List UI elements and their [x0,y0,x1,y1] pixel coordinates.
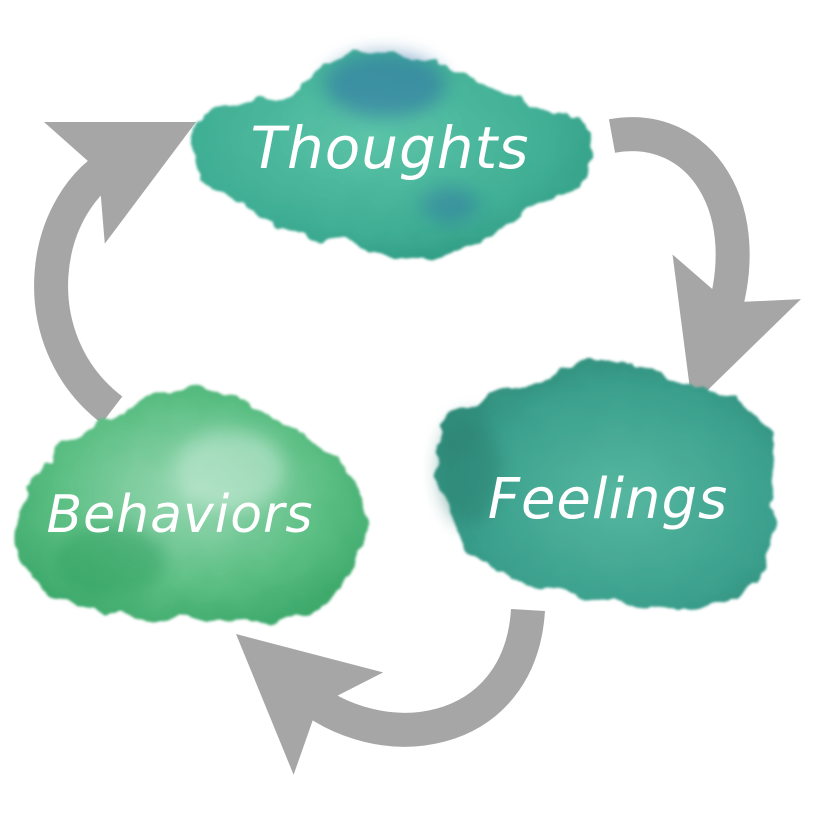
thoughts-blob-accent [325,53,445,117]
node-feelings: Feelings [436,361,776,610]
thoughts-blob-accent-lower [422,187,478,223]
arrow-thoughts-to-feelings [608,117,801,406]
feelings-blob-accent [440,415,500,525]
behaviors-blob-highlight [175,430,285,510]
cycle-arrows [34,117,801,775]
feelings-label: Feelings [488,467,728,532]
thoughts-blob [191,51,592,261]
node-behaviors: Behaviors [17,387,365,622]
arrow-behaviors-to-thoughts [34,121,196,424]
arrow-feelings-to-behaviors [235,608,545,775]
behaviors-label: Behaviors [47,485,314,545]
feelings-blob [436,361,776,610]
thoughts-label: Thoughts [251,114,530,182]
behaviors-blob-accent [55,525,165,595]
node-thoughts: Thoughts [191,51,592,261]
